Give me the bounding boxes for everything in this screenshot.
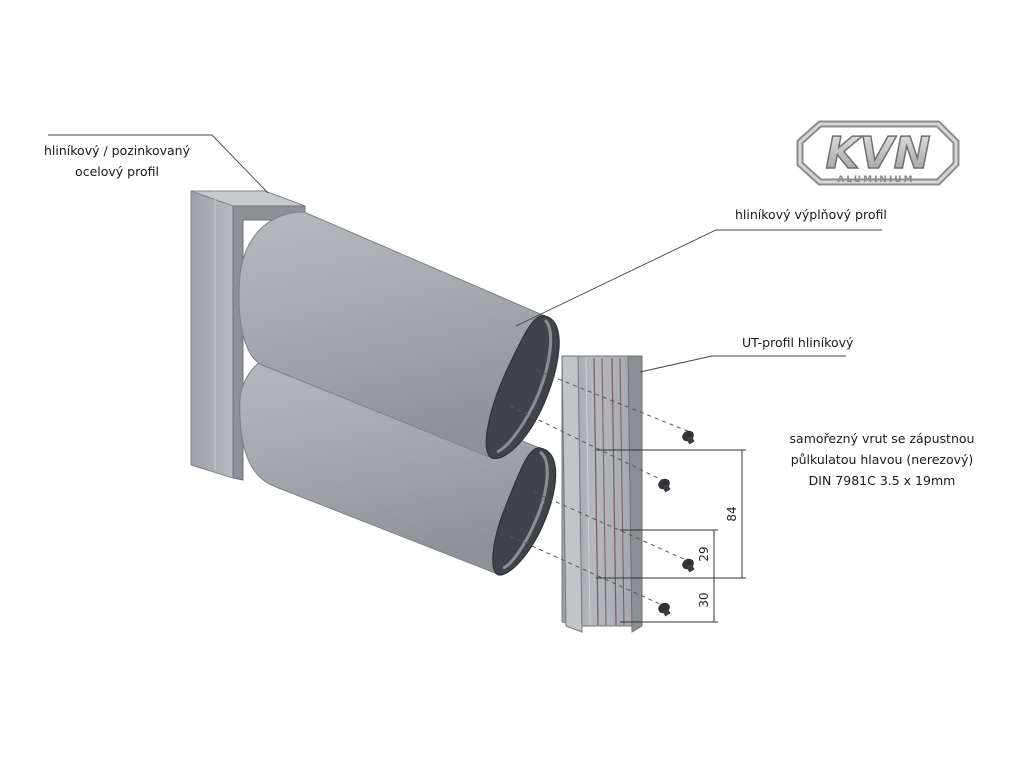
label-screw-line2: půlkulatou hlavou (nerezový) [790,452,974,467]
label-steel-profile-line2: ocelový profil [75,164,159,179]
dimension-lines [596,449,746,623]
fill-profile-lower [239,349,557,576]
screw-alignment-lines [509,369,691,606]
screw-icon [682,430,695,445]
leader-lines [48,134,882,373]
screw-icon [658,478,671,493]
label-screw-line3: DIN 7981C 3.5 x 19mm [808,473,956,488]
label-screw: samořezný vrut se zápustnou půlkulatou h… [786,428,978,491]
fill-profile-upper [238,211,560,460]
screw-icon [658,602,671,617]
post-profile [190,190,306,481]
label-steel-profile: hliníkový / pozinkovaný ocelový profil [30,140,204,182]
kvn-logo: KVN ALUMINIUM [796,120,960,186]
logo-brand-text: KVN [826,128,931,179]
ut-profile [561,355,643,633]
label-screw-line1: samořezný vrut se zápustnou [789,431,975,446]
dimension-84: 84 [725,506,739,521]
label-fill-profile: hliníkový výplňový profil [735,207,887,222]
screw-icons [658,430,695,617]
screw-icon [682,558,695,573]
label-steel-profile-line1: hliníkový / pozinkovaný [43,143,190,158]
logo-subtitle-text: ALUMINIUM [837,175,914,185]
label-ut-profile: UT-profil hliníkový [742,335,854,350]
dimension-29: 29 [697,546,711,561]
dimension-30: 30 [697,592,711,607]
